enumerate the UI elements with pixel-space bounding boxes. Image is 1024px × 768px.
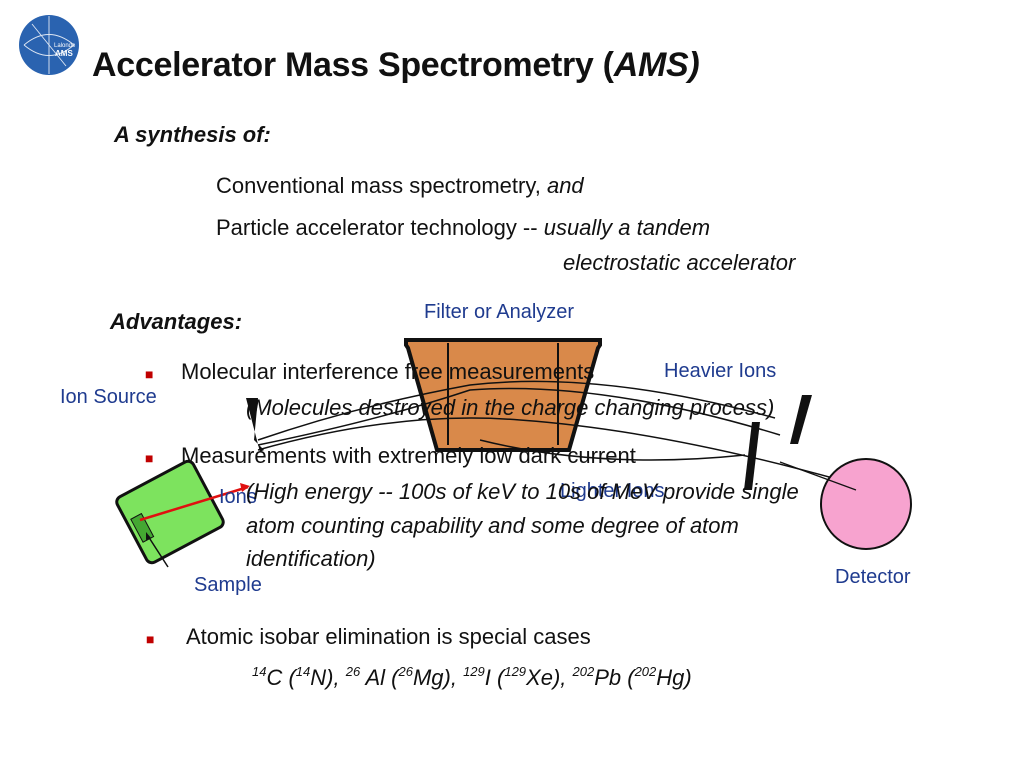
n-mass: 14: [295, 664, 311, 679]
lighter-ions-label: Lighter Ions: [560, 480, 665, 502]
synthesis-item-2: Particle accelerator technology -- usual…: [216, 215, 710, 241]
pb-symbol: Pb (: [594, 665, 635, 690]
al-mass: 26: [345, 664, 361, 679]
ion-source-label: Ion Source: [60, 386, 157, 408]
i-symbol: I (: [484, 665, 505, 690]
synthesis-item-2-continued: electrostatic accelerator: [563, 250, 796, 275]
slide-title: Accelerator Mass Spectrometry (AMS): [92, 46, 700, 85]
mg-mass: 26: [398, 664, 413, 679]
xe-symbol: Xe),: [526, 665, 573, 690]
n-symbol: N),: [310, 665, 346, 690]
filter-label: Filter or Analyzer: [424, 301, 575, 323]
mg-symbol: Mg),: [412, 665, 464, 690]
bullet-marker-3: ■: [146, 631, 155, 647]
logo-text-line2: AMS: [55, 49, 73, 58]
heavier-ion-path: [257, 380, 776, 441]
lighter-ion-path: [257, 417, 841, 481]
c-mass: 14: [252, 664, 267, 679]
heavier-slit: [790, 395, 812, 444]
ion-beam-arrowhead: [240, 483, 250, 492]
advantages-heading: Advantages:: [110, 309, 243, 334]
hg-mass: 202: [634, 664, 657, 679]
isobar-examples: 14C (14N), 26 Al (26Mg), 129I (129Xe), 2…: [252, 665, 692, 691]
xe-mass: 129: [504, 664, 527, 679]
title-abbrev: AMS): [613, 46, 700, 84]
pb-mass: 202: [572, 664, 595, 679]
synthesis-item-1-em: and: [546, 173, 584, 198]
hg-symbol: Hg): [656, 665, 692, 690]
detector-incoming-path: [779, 461, 857, 491]
heavier-ions-label: Heavier Ions: [664, 360, 777, 382]
lighter-ion-path-2: [479, 439, 746, 461]
al-symbol: Al (: [360, 665, 399, 690]
lalonde-ams-logo: Lalonde AMS: [19, 15, 79, 75]
advantage-3: Atomic isobar elimination is special cas…: [186, 624, 591, 649]
advantage-2: Measurements with extremely low dark cur…: [181, 443, 636, 468]
ions-label: Ions: [219, 486, 257, 508]
advantage-2-detail-line-2: atom counting capability and some degree…: [246, 513, 739, 538]
advantage-2-detail-line-1: (High energy -- 100s of keV to 10s of Me…: [246, 479, 799, 504]
synthesis-heading: A synthesis of:: [114, 122, 271, 147]
synthesis-item-2-em: usually a tandem: [543, 215, 711, 240]
detector-label: Detector: [835, 566, 911, 588]
sample-pointer-arrowhead: [146, 532, 151, 540]
advantage-1-detail: (Molecules destroyed in the charge chang…: [246, 395, 775, 420]
synthesis-item-2-text: Particle accelerator technology --: [216, 215, 544, 240]
synthesis-item-1: Conventional mass spectrometry, and: [216, 173, 584, 199]
advantage-1: Molecular interference free measurements: [181, 359, 595, 384]
lighter-slit: [744, 422, 760, 490]
bullet-marker-1: ■: [145, 366, 154, 382]
i-mass: 129: [463, 664, 485, 679]
c-symbol: C (: [266, 665, 296, 690]
synthesis-item-1-text: Conventional mass spectrometry,: [216, 173, 547, 198]
sample-pointer-line: [147, 535, 169, 568]
title-main: Accelerator Mass Spectrometry (: [92, 46, 614, 84]
logo-text-line1: Lalonde: [54, 43, 76, 49]
heavier-ion-path-2: [257, 387, 781, 446]
ion-beam-line: [139, 485, 249, 522]
source-slit: [246, 398, 264, 452]
detector-circle: [820, 458, 912, 550]
bullet-marker-2: ■: [145, 450, 154, 466]
advantage-2-detail-line-3: identification): [246, 546, 376, 571]
sample-label: Sample: [194, 574, 262, 596]
